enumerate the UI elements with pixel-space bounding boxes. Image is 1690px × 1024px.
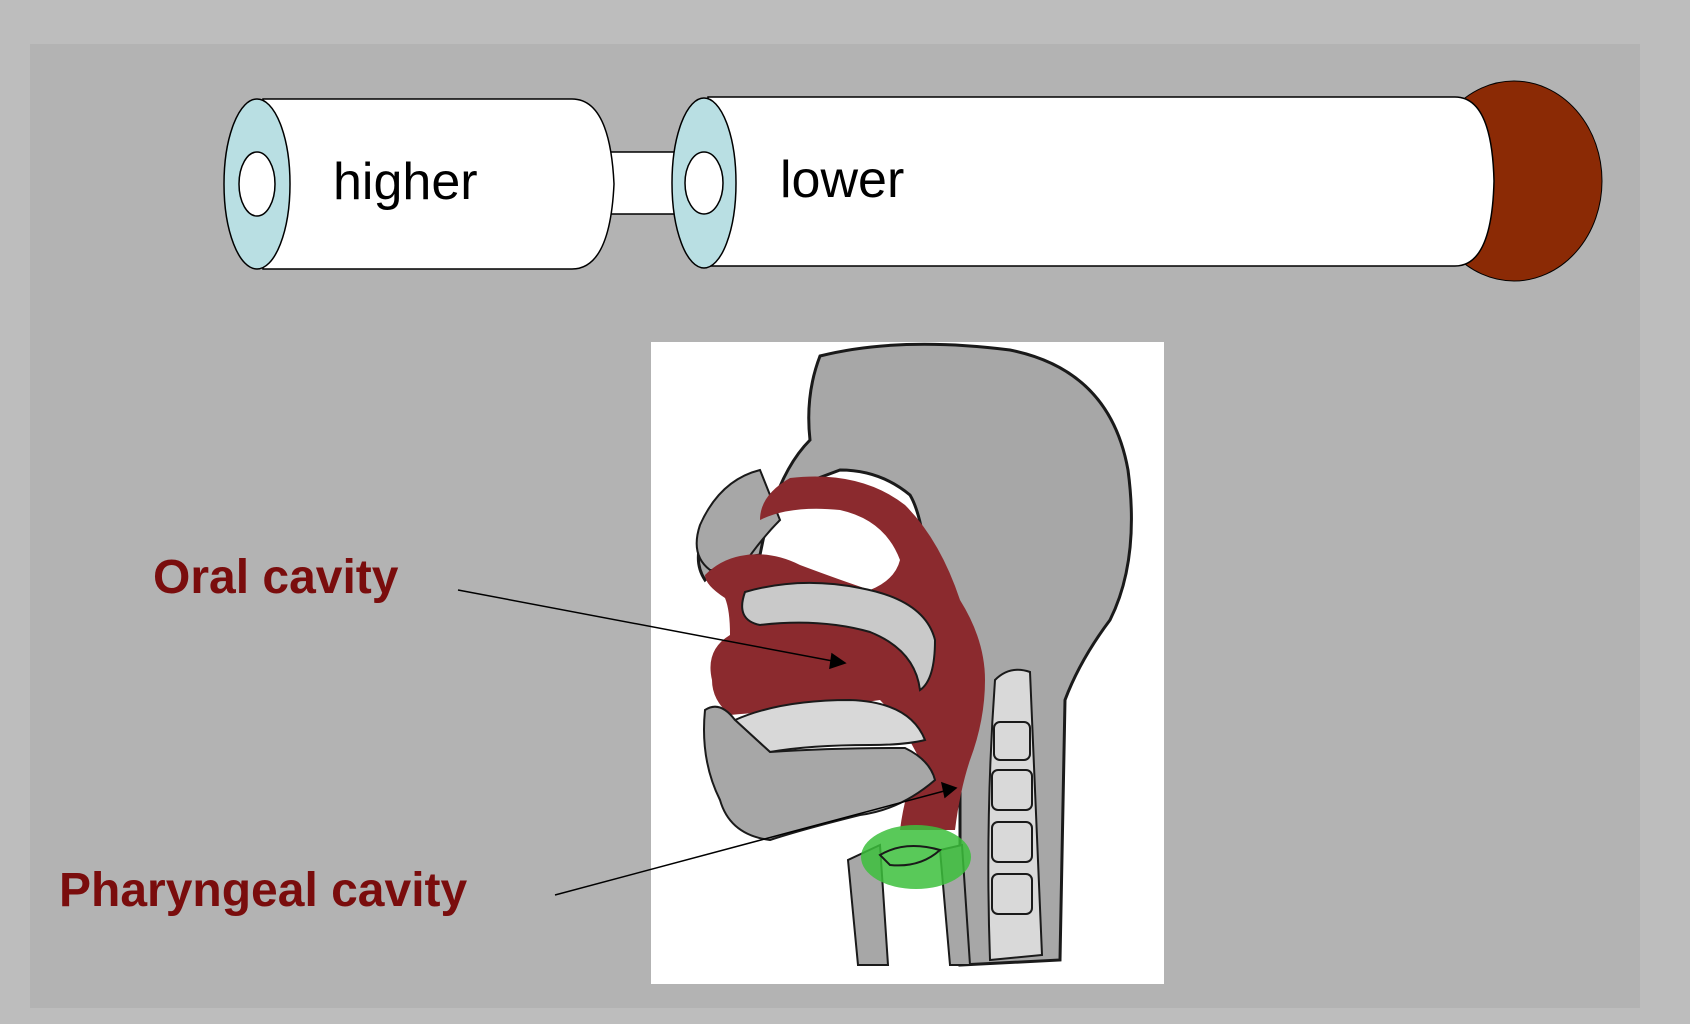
nose: [695, 468, 782, 571]
vocal-folds: [878, 845, 943, 867]
callout-pointers: [457, 589, 958, 896]
oral-cavity-label: Oral cavity: [153, 551, 399, 604]
vertebrae: [991, 721, 1033, 915]
lower-tube: [707, 96, 1495, 267]
pharyngeal-cavity-label: Pharyngeal cavity: [59, 864, 468, 917]
vocal-tract-illustration: [651, 342, 1164, 984]
lower-tube-opening: [684, 151, 724, 215]
higher-tube: [262, 98, 615, 270]
spine: [987, 668, 1044, 962]
lower-label: lower: [780, 151, 905, 209]
oral-cavity-arrowhead: [829, 652, 847, 670]
tube-model: [223, 80, 1603, 282]
higher-label: higher: [333, 153, 478, 211]
hard-palate: [741, 581, 937, 692]
glottis-highlight: [861, 825, 971, 889]
pharyngeal-cavity-pointer: [554, 789, 949, 896]
higher-tube-opening: [238, 151, 276, 217]
oral-cavity-pointer: [457, 589, 839, 663]
tongue: [733, 698, 927, 754]
pharyngeal-cavity-arrowhead: [940, 781, 958, 799]
